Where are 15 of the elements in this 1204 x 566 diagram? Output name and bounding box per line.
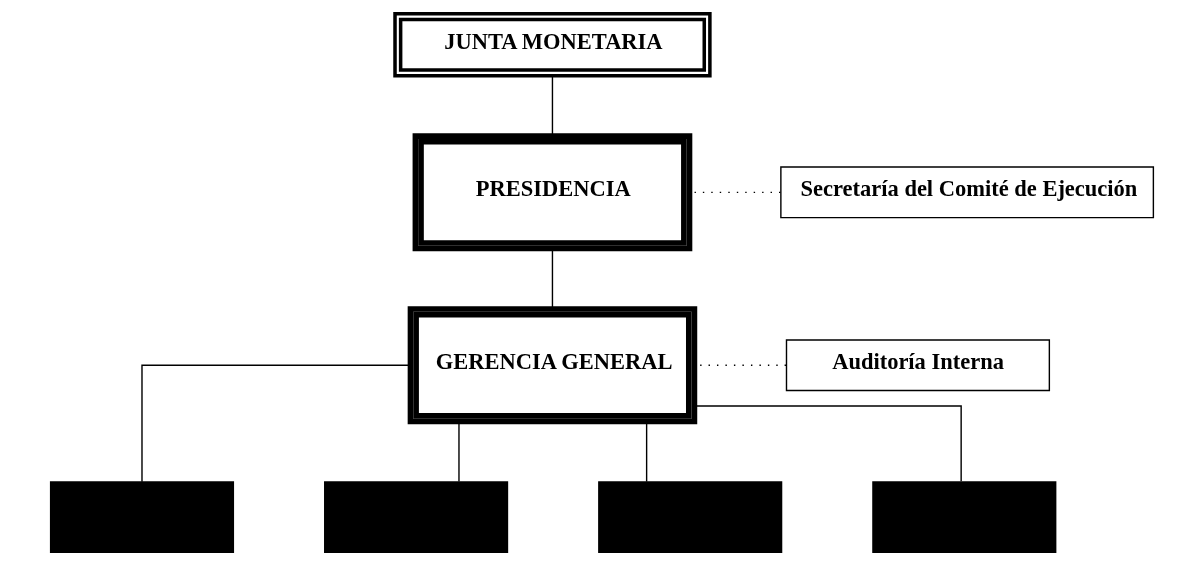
connector bbox=[694, 405, 962, 482]
node-box: PRESIDENCIA bbox=[412, 133, 693, 252]
node-box: GERENCIA GENERAL bbox=[407, 306, 698, 425]
node-box: JUNTA MONETARIA bbox=[393, 12, 712, 78]
node-box: Secretaría del Comité de Ejecución bbox=[780, 166, 1155, 219]
node-box bbox=[324, 481, 509, 553]
connector bbox=[458, 421, 460, 483]
connector bbox=[645, 421, 648, 483]
connector bbox=[551, 74, 554, 137]
node-box: Auditoría Interna bbox=[785, 339, 1051, 392]
connector bbox=[141, 364, 411, 483]
node-box bbox=[872, 481, 1057, 553]
node-box bbox=[598, 481, 783, 553]
node-box bbox=[49, 481, 235, 553]
connector bbox=[551, 248, 554, 310]
